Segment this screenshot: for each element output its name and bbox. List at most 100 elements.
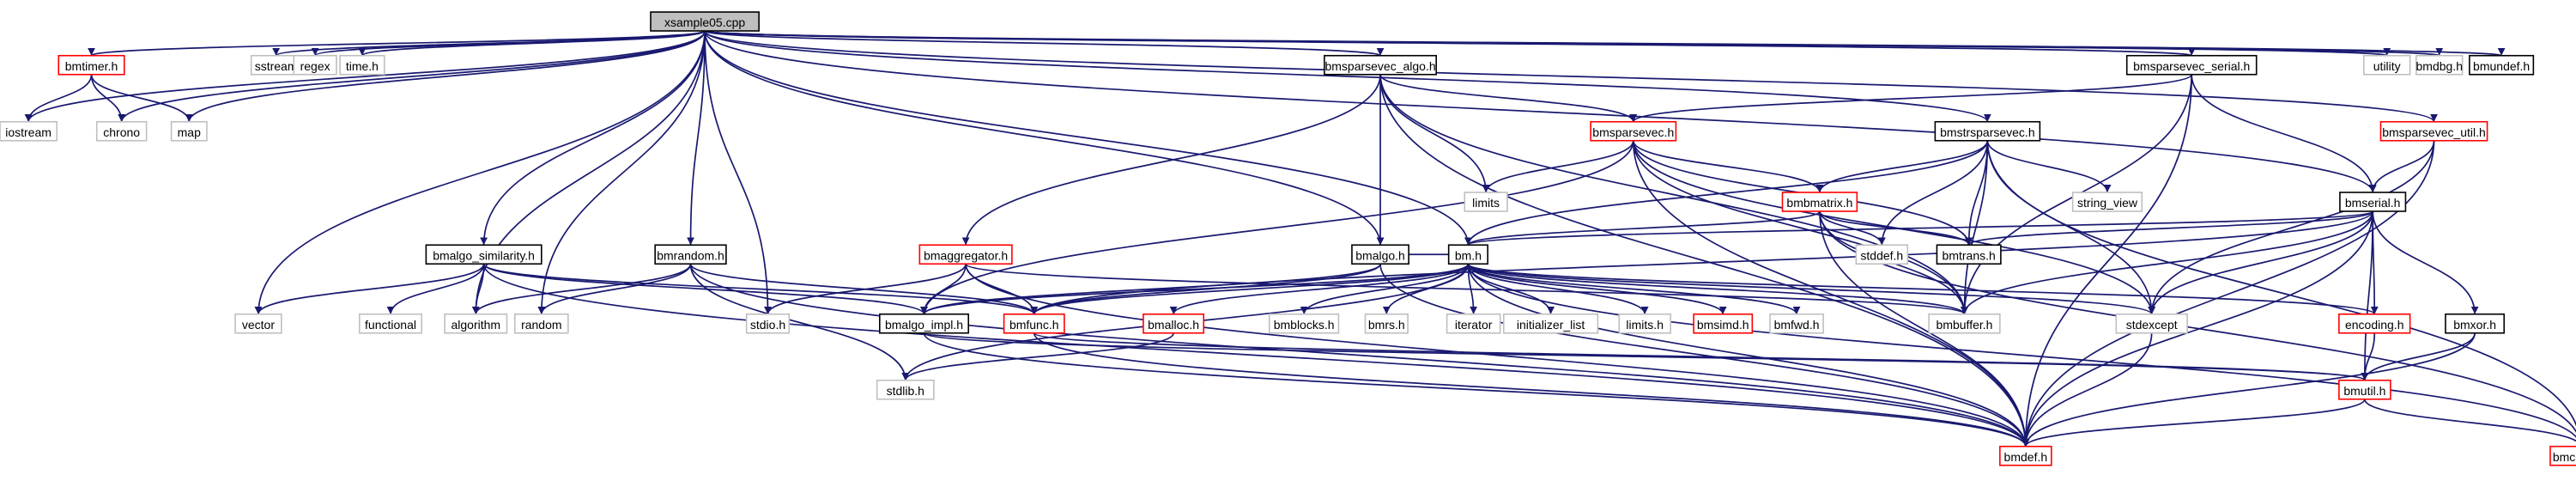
node-bmconst[interactable]: bmconst.h	[2549, 445, 2576, 466]
node-bmsparsevec[interactable]: bmsparsevec.h	[1590, 120, 1677, 142]
node-map[interactable]: map	[170, 120, 208, 142]
node-stddef[interactable]: stddef.h	[1855, 244, 1909, 265]
node-limits-h[interactable]: limits.h	[1618, 313, 1672, 334]
node-utility[interactable]: utility	[2363, 54, 2411, 76]
node-box	[2445, 313, 2506, 334]
node-bmfwd[interactable]: bmfwd.h	[1769, 313, 1824, 334]
node-limits[interactable]: limits	[1464, 192, 1508, 212]
node-label: limits	[1472, 196, 1500, 210]
node-bmundef[interactable]: bmundef.h	[2469, 54, 2535, 76]
edge-bm-to-limits_h	[1467, 264, 1649, 314]
node-label: bmalgo.h	[1355, 248, 1405, 262]
node-bm[interactable]: bm.h	[1447, 244, 1488, 265]
node-box	[2071, 192, 2143, 212]
node-bmrandom[interactable]: bmrandom.h	[654, 244, 727, 265]
edge-bmserial-to-bmfunc	[1030, 210, 2374, 315]
edge-bmserial-to-stdexcept	[2148, 210, 2374, 314]
node-bmalgo-impl[interactable]: bmalgo_impl.h	[879, 313, 970, 334]
node-encoding[interactable]: encoding.h	[2338, 313, 2411, 334]
node-label: bmundef.h	[2473, 59, 2530, 73]
edge-bmxor-to-bmdef	[2021, 332, 2476, 447]
edge-bmsparsevec-to-bmbmatrix	[1632, 140, 1824, 193]
node-box	[1936, 244, 2002, 265]
node-label: initializer_list	[1517, 318, 1585, 332]
edge-bmstrsparsevec-to-stddef	[1877, 140, 1989, 246]
edge-bm-to-bmfunc	[1030, 263, 1470, 315]
node-iostream[interactable]: iostream	[0, 120, 58, 142]
node-label: bmfwd.h	[1774, 318, 1820, 332]
node-bmstrsparsevec[interactable]: bmstrsparsevec.h	[1934, 120, 2041, 142]
node-random[interactable]: random	[513, 313, 569, 334]
node-bmalloc[interactable]: bmalloc.h	[1143, 313, 1205, 334]
node-label: string_view	[2077, 196, 2138, 210]
node-box	[876, 379, 935, 400]
edge-bmbmatrix-to-bmdef	[1819, 210, 2030, 447]
node-bmdbg[interactable]: bmdbg.h	[2415, 54, 2464, 76]
node-label: stdexcept	[2126, 318, 2178, 332]
node-box	[1364, 313, 1409, 334]
edge-bmstrsparsevec-to-bmtrans	[1965, 140, 1989, 246]
node-box	[1143, 313, 1205, 334]
node-stdexcept[interactable]: stdexcept	[2115, 313, 2188, 334]
node-bmxor[interactable]: bmxor.h	[2445, 313, 2506, 334]
node-bmdef[interactable]: bmdef.h	[1999, 445, 2052, 466]
node-bmbuffer[interactable]: bmbuffer.h	[1928, 313, 2001, 334]
node-bmtimer[interactable]: bmtimer.h	[58, 54, 125, 76]
node-bmsimd[interactable]: bmsimd.h	[1693, 313, 1754, 334]
node-box	[2549, 445, 2576, 466]
node-iterator[interactable]: iterator	[1446, 313, 1501, 334]
node-stdio[interactable]: stdio.h	[745, 313, 791, 334]
edge-bmserial-to-bmutil	[2361, 210, 2374, 381]
node-label: bmsparsevec.h	[1592, 125, 1674, 139]
node-bmsparsevec-util[interactable]: bmsparsevec_util.h	[2379, 120, 2488, 142]
node-bmserial[interactable]: bmserial.h	[2339, 192, 2407, 212]
node-string-view[interactable]: string_view	[2071, 192, 2143, 212]
edge-bmsparsevec_algo-to-bmsparsevec	[1379, 74, 1638, 123]
node-bmsparsevec-serial[interactable]: bmsparsevec_serial.h	[2125, 54, 2258, 76]
node-functional[interactable]: functional	[359, 313, 423, 334]
node-box	[2125, 54, 2258, 76]
node-bmblocks[interactable]: bmblocks.h	[1268, 313, 1340, 334]
node-box	[95, 120, 148, 142]
node-box	[2415, 54, 2464, 76]
node-label: bmsparsevec_util.h	[2382, 125, 2486, 139]
edge-bmsparsevec_util-to-stdexcept	[2148, 140, 2435, 314]
node-label: algorithm	[451, 318, 500, 332]
edge-bmrandom-to-stdlib	[689, 264, 910, 381]
node-bmalgo-similarity[interactable]: bmalgo_similarity.h	[425, 244, 542, 265]
edge-bmaggregator-to-stdio	[764, 263, 967, 315]
node-label: iterator	[1455, 318, 1493, 332]
node-bmutil[interactable]: bmutil.h	[2338, 379, 2391, 400]
edge-bmstrsparsevec-to-bm	[1464, 140, 1989, 246]
edge-bm-to-encoding	[1467, 263, 2379, 315]
node-bmbmatrix[interactable]: bmbmatrix.h	[1781, 192, 1858, 212]
edge-bmtimer-to-iostream	[24, 74, 93, 122]
edge-bmbmatrix-to-stddef	[1819, 210, 1886, 246]
node-bmrs[interactable]: bmrs.h	[1364, 313, 1409, 334]
edge-xsample05-to-bmserial	[704, 30, 2377, 193]
edge-bmsparsevec_serial-to-bmsparsevec	[1629, 73, 2193, 123]
node-box	[2469, 54, 2535, 76]
node-bmsparsevec-algo[interactable]: bmsparsevec_algo.h	[1324, 54, 1437, 76]
edge-bmserial-to-bmdef	[2021, 210, 2374, 447]
node-initializer-list[interactable]: initializer_list	[1502, 313, 1599, 334]
node-bmalgo[interactable]: bmalgo.h	[1351, 244, 1409, 265]
edge-bm-to-bmbuffer	[1467, 263, 1968, 315]
node-box	[0, 120, 58, 142]
edge-xsample05-to-algorithm	[471, 30, 706, 314]
node-bmaggregator[interactable]: bmaggregator.h	[918, 244, 1013, 265]
node-stdlib[interactable]: stdlib.h	[876, 379, 935, 400]
node-bmfunc[interactable]: bmfunc.h	[1003, 313, 1065, 334]
edge-bmtimer-to-chrono	[90, 74, 126, 122]
node-algorithm[interactable]: algorithm	[444, 313, 508, 334]
node-chrono[interactable]: chrono	[95, 120, 148, 142]
node-box	[1855, 244, 1909, 265]
node-xsample05[interactable]: xsample05.cpp	[650, 11, 760, 32]
node-regex[interactable]: regex	[293, 54, 337, 76]
edge-bmalgo_similarity-to-bmalgo_impl	[482, 263, 928, 315]
node-vector[interactable]: vector	[234, 313, 282, 334]
edge-bmsparsevec_algo-to-bmaggregator	[961, 74, 1381, 246]
node-bmtrans[interactable]: bmtrans.h	[1936, 244, 2002, 265]
node-time[interactable]: time.h	[339, 54, 385, 76]
